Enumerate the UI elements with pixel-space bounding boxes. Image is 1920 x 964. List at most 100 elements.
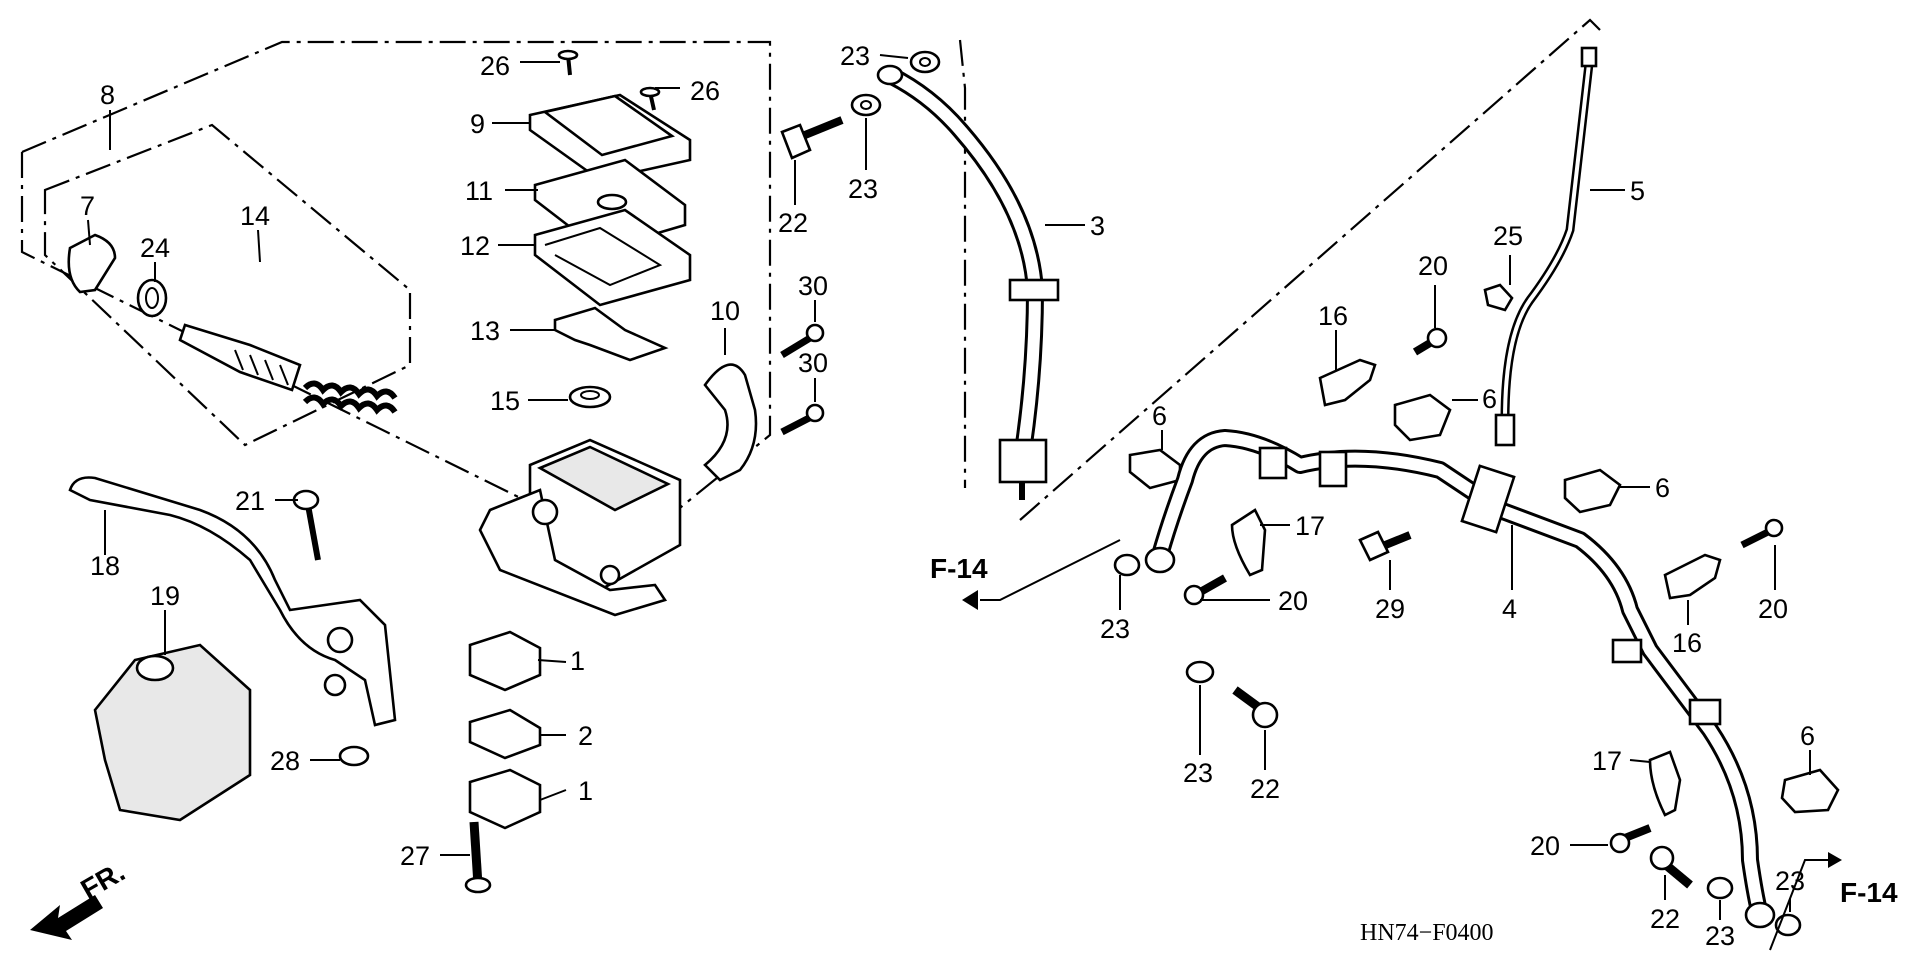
callout-6a: 6 [1482, 384, 1497, 414]
piston-kit-parts [67, 233, 398, 415]
callout-15: 15 [490, 386, 520, 416]
washer-23b-hole [860, 100, 872, 110]
callout-10: 10 [710, 296, 740, 326]
stop-switch-1a [468, 630, 542, 692]
leader-ref-a [980, 539, 1121, 601]
bolt-22b-head [1251, 701, 1279, 729]
callout-6c: 6 [1655, 473, 1670, 503]
diaphragm-ribs [544, 226, 663, 287]
leader-14 [257, 229, 261, 263]
circlip-24-hole [145, 287, 159, 309]
callout-1b: 1 [578, 776, 593, 806]
callout-12: 12 [460, 231, 490, 261]
callout-19: 19 [150, 581, 180, 611]
circlip-24 [136, 278, 168, 318]
protector-15-hole [580, 390, 600, 400]
callout-23e: 23 [1705, 921, 1735, 951]
hose-4-sleeve-c [1611, 638, 1643, 664]
stop-switch-1b [468, 768, 542, 830]
callout-30a: 30 [798, 271, 828, 301]
float-plate [553, 306, 669, 362]
hose-4-sleeve-b [1318, 450, 1348, 488]
pivot-bolt-21 [305, 504, 321, 561]
master-cylinder-parts [478, 49, 758, 617]
protector-15 [568, 385, 612, 409]
callout-9: 9 [470, 109, 485, 139]
bolt-22a [803, 116, 844, 139]
leader-17b [1629, 759, 1651, 763]
callout-23b: 23 [848, 174, 878, 204]
washer-23e [1706, 876, 1734, 900]
holder-10 [703, 363, 758, 482]
clamp-6b [1128, 448, 1182, 490]
upper-hose-bracket [958, 39, 967, 488]
brake-pipe-5 [1494, 46, 1598, 447]
hose-3-clamp-a [1008, 278, 1060, 302]
callout-8: 8 [100, 80, 115, 110]
brake-pipe-5-inner [1503, 53, 1592, 422]
callout-1a: 1 [570, 646, 585, 676]
bolt-20c-head [1764, 518, 1784, 538]
washer-23a-hole [919, 57, 931, 67]
washer-23a [909, 50, 941, 74]
clip-17a [1230, 508, 1267, 577]
callout-3: 3 [1090, 211, 1105, 241]
callout-20c: 20 [1758, 594, 1788, 624]
master-cylinder-bore [531, 498, 559, 526]
pipe-5-nut-bottom [1494, 413, 1516, 447]
lever-adjuster [323, 673, 347, 697]
hose-3-fitting [998, 438, 1048, 484]
brake-hose-3 [876, 64, 1060, 500]
piston-14 [178, 323, 302, 392]
switch-plate-2 [468, 708, 542, 760]
screw-27 [469, 821, 483, 886]
leader-1b [539, 789, 567, 801]
callout-20b: 20 [1278, 586, 1308, 616]
callout-20a: 20 [1418, 251, 1448, 281]
callout-26a: 26 [480, 51, 510, 81]
callout-23d: 23 [1183, 758, 1213, 788]
bolt-20d-head [1609, 832, 1631, 854]
callout-6b: 6 [1152, 401, 1167, 431]
clamp-6c [1563, 468, 1622, 514]
hose-4-sleeve-d [1688, 698, 1722, 726]
bolt-29-head [1358, 530, 1390, 562]
callout-7: 7 [80, 191, 95, 221]
leader-lines [87, 54, 1842, 951]
callout-14: 14 [240, 201, 270, 231]
piston-seals [234, 349, 289, 386]
callout-20d: 20 [1530, 831, 1560, 861]
ref-arrow-a [962, 590, 978, 610]
leader-23a [879, 54, 909, 59]
spring-lower [302, 394, 398, 415]
master-cylinder-group-outline [21, 40, 772, 540]
front-arrow-icon [30, 895, 103, 940]
callout-21: 21 [235, 486, 265, 516]
callout-2: 2 [578, 721, 593, 751]
right-fasteners [1113, 283, 1840, 937]
clamp-6d [1780, 768, 1840, 814]
callout-25: 25 [1493, 221, 1523, 251]
front-label: FR. [76, 856, 131, 905]
ref-label-b: F-14 [1840, 877, 1898, 908]
ref-arrow-b [1828, 852, 1842, 868]
master-cylinder-port [599, 564, 621, 586]
washer-23b [850, 93, 882, 117]
master-cylinder-top [537, 445, 671, 512]
callout-17b: 17 [1592, 746, 1622, 776]
brake-lever-18 [68, 476, 397, 727]
callout-23f: 23 [1775, 866, 1805, 896]
brake-hose-3-inner [884, 69, 1041, 476]
pipe-group-outline [1019, 18, 1601, 521]
bolt-22a-head [780, 123, 812, 160]
callout-22c: 22 [1650, 904, 1680, 934]
diaphragm-plug [596, 193, 628, 211]
piston-kit-outline [43, 123, 412, 447]
washer-23c [1113, 553, 1141, 577]
hose-4-eye-b [1744, 901, 1776, 929]
hose-3-eye [876, 64, 904, 86]
callout-17a: 17 [1295, 511, 1325, 541]
callout-4: 4 [1502, 594, 1517, 624]
